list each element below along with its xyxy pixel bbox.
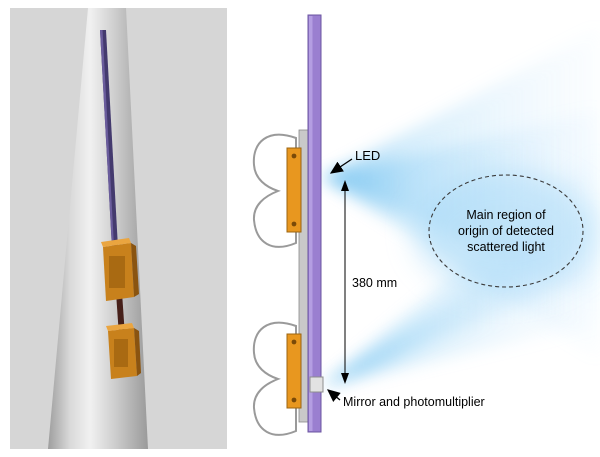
led-arrow xyxy=(329,158,353,174)
pole-clamps xyxy=(252,133,297,436)
bracket-body xyxy=(286,147,302,233)
mirror-callout: Mirror and photomultiplier xyxy=(327,389,485,409)
bracket-inner-plate xyxy=(109,256,125,288)
render-bracket-lower xyxy=(106,323,141,379)
scatter-region-ellipse xyxy=(428,174,584,288)
bracket-top-face xyxy=(101,238,131,247)
dimension-380mm: 380 mm xyxy=(341,180,397,384)
led-bar-highlight xyxy=(309,16,313,431)
led-bar xyxy=(307,14,322,433)
schematic-bracket-upper xyxy=(286,147,302,233)
scattered-light-beams xyxy=(323,28,600,386)
schematic-bracket-lower xyxy=(286,333,302,409)
scatter-region: Main region of origin of detected scatte… xyxy=(428,174,584,288)
dimension-arrow-up xyxy=(341,180,349,191)
mirror-block xyxy=(309,376,324,393)
clamp-lower xyxy=(252,321,297,436)
scatter-region-label-line3: scattered light xyxy=(467,240,545,254)
dimension-label: 380 mm xyxy=(352,276,397,290)
mirror-arrow xyxy=(327,389,341,402)
left-panel-3d-render xyxy=(10,8,227,449)
led-callout: LED xyxy=(329,148,380,174)
led-label: LED xyxy=(355,148,380,163)
dimension-arrow-down xyxy=(341,373,349,384)
scatter-region-label-line2: origin of detected xyxy=(458,224,554,238)
render-bracket-middle xyxy=(101,238,139,301)
bracket-screw xyxy=(291,221,297,227)
bracket-screw xyxy=(291,397,297,403)
bracket-body xyxy=(286,333,302,409)
bracket-screw xyxy=(291,339,297,345)
scatter-region-label-line1: Main region of xyxy=(466,208,546,222)
bracket-side-face xyxy=(134,328,141,376)
render-led-rod-highlight xyxy=(100,30,116,285)
bracket-top-face xyxy=(106,323,134,331)
bracket-side-face xyxy=(131,243,139,297)
bracket-inner-plate xyxy=(114,339,128,367)
clamp-upper xyxy=(252,133,297,248)
mirror-label: Mirror and photomultiplier xyxy=(343,395,485,409)
bracket-screw xyxy=(291,153,297,159)
right-panel-schematic: 380 mm LED Mirror and photomultiplier Ma… xyxy=(252,14,600,436)
scatter-overlap-glow xyxy=(414,170,598,294)
